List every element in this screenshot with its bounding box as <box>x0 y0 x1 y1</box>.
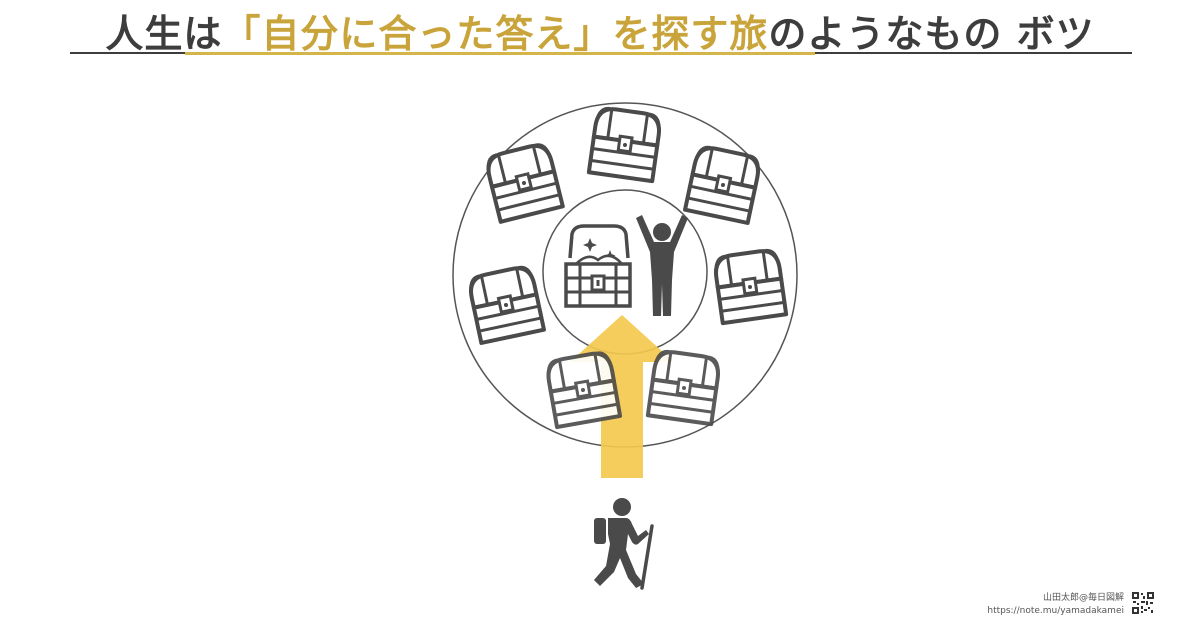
credit-name: 山田太郎@毎日図解 <box>1042 593 1124 603</box>
title-highlight-underline <box>185 52 815 55</box>
treasure-chest-icon <box>711 246 789 326</box>
open-treasure-chest-icon <box>564 224 632 308</box>
title-after: のようなもの ボツ <box>768 12 1095 56</box>
qr-code-icon <box>1132 592 1154 614</box>
person-arms-up-icon <box>636 215 688 316</box>
page-title: 人生は「自分に合った答え」を探す旅のようなもの ボツ <box>0 6 1200 62</box>
treasure-chest-icon <box>482 140 565 224</box>
treasure-chest-icon <box>586 104 664 184</box>
treasure-chest-icon <box>465 263 546 345</box>
treasure-chest-icon <box>683 143 764 225</box>
title-highlight: 「自分に合った答え」を探す旅 <box>222 12 769 56</box>
title-before: 人生は <box>105 12 223 56</box>
credit-url[interactable]: https://note.mu/yamadakamei <box>987 606 1124 616</box>
treasure-chest-icon <box>543 348 623 430</box>
hiker-icon <box>594 498 654 590</box>
treasure-chest-icon <box>645 347 723 427</box>
